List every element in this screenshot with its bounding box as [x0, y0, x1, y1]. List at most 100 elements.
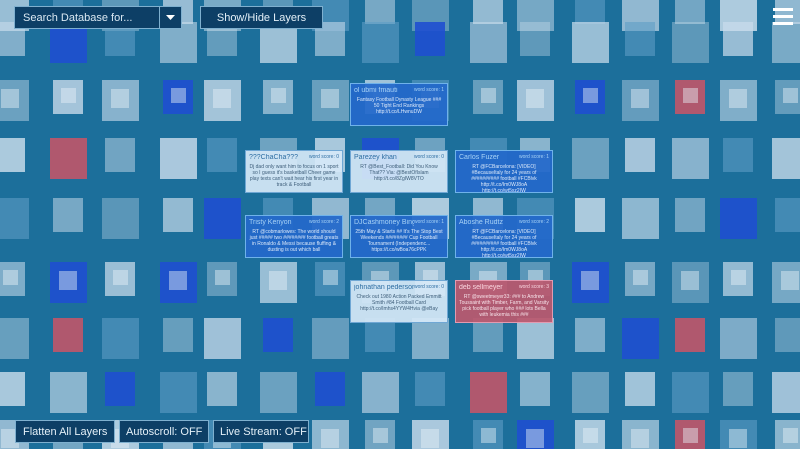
mosaic-tile-highlight	[630, 89, 650, 108]
tweet-username[interactable]: Aboshe Rudtz	[459, 218, 503, 226]
tweet-username[interactable]: DJCashmoney Bingeon	[354, 218, 414, 226]
mosaic-tile	[361, 22, 399, 63]
mosaic-tile	[0, 262, 25, 296]
mosaic-tile-highlight	[0, 429, 20, 448]
mosaic-tile	[671, 138, 709, 179]
mosaic-tile	[53, 318, 83, 352]
tweet-word-score: word score: 2	[519, 219, 549, 225]
mosaic-tile	[671, 372, 709, 413]
mosaic-tile	[49, 262, 87, 303]
word-score-value: 0	[441, 284, 444, 290]
search-database-dropdown[interactable]: Search Database for...	[14, 6, 182, 29]
mosaic-tile	[516, 80, 554, 121]
mosaic-tile	[365, 0, 395, 24]
autoscroll-toggle[interactable]: Autoscroll: OFF	[119, 420, 209, 443]
mosaic-tile	[771, 138, 800, 179]
tweet-text: RT @FCBarcelona: [VIDEO] #BecauseItaly f…	[471, 229, 537, 258]
mosaic-tile	[469, 22, 507, 63]
tweet-card[interactable]: DJCashmoney Bingeonword score: 1 25th May…	[350, 215, 448, 258]
mosaic-tile-highlight	[270, 87, 286, 103]
mosaic-tile-highlight	[780, 271, 800, 290]
mosaic-tile	[771, 262, 800, 303]
mosaic-tile	[259, 262, 297, 303]
mosaic-tile	[311, 80, 349, 121]
caret-down-icon[interactable]	[159, 7, 181, 28]
word-score-value: 2	[336, 219, 339, 225]
flatten-all-layers-button[interactable]: Flatten All Layers	[15, 420, 115, 443]
mosaic-tile	[105, 372, 135, 406]
mosaic-tile	[520, 22, 550, 56]
mosaic-tile-highlight	[782, 87, 798, 103]
tweet-username[interactable]: ???ChaCha???	[249, 153, 299, 161]
mosaic-tile	[0, 138, 25, 172]
hamburger-icon[interactable]	[773, 8, 793, 25]
mosaic-tile	[415, 372, 445, 406]
tweet-username[interactable]: johnathan pederson	[354, 283, 414, 291]
tweet-username[interactable]: ol ubmi fmauti	[354, 86, 398, 94]
mosaic-tile	[105, 138, 135, 172]
mosaic-tile	[263, 318, 293, 352]
tweet-username[interactable]: deb sellmeyer	[459, 283, 503, 291]
mosaic-tile	[159, 262, 197, 303]
word-score-value: 0	[441, 154, 444, 160]
mosaic-tile	[159, 138, 197, 179]
mosaic-tile	[469, 372, 507, 413]
mosaic-tile	[520, 372, 550, 406]
tweet-header: Aboshe Rudtz word score: 2	[456, 216, 552, 227]
mosaic-tile	[163, 318, 193, 352]
mosaic-tile	[775, 0, 800, 24]
mosaic-tile	[411, 420, 449, 449]
mosaic-tile	[775, 318, 800, 352]
mosaic-tile	[365, 420, 395, 449]
mosaic-tile-highlight	[680, 271, 700, 290]
mosaic-tile	[675, 420, 705, 449]
tweet-card[interactable]: Aboshe Rudtz word score: 2 RT @FCBarcelona…	[455, 215, 553, 258]
mosaic-tile	[473, 80, 503, 114]
word-score-value: 0	[336, 154, 339, 160]
mosaic-tile-highlight	[320, 429, 340, 448]
word-score-label: word score:	[413, 284, 440, 290]
tweet-username[interactable]: Parezey khan	[354, 153, 397, 161]
mosaic-tile-highlight	[728, 89, 748, 108]
mosaic-tile	[473, 420, 503, 449]
tweet-username[interactable]: Carlos Fuzer	[459, 153, 500, 161]
tweet-username[interactable]: Tristy Kenyon	[249, 218, 292, 226]
mosaic-tile	[315, 262, 345, 296]
mosaic-tile-highlight	[525, 429, 545, 448]
mosaic-tile-highlight	[110, 89, 130, 108]
mosaic-tile	[625, 372, 655, 406]
mosaic-tile	[361, 372, 399, 413]
mosaic-tile	[771, 22, 800, 63]
show-hide-layers-button[interactable]: Show/Hide Layers	[200, 6, 323, 29]
mosaic-tile-highlight	[730, 269, 746, 285]
live-stream-toggle[interactable]: Live Stream: OFF	[213, 420, 309, 443]
search-placeholder[interactable]: Search Database for...	[23, 11, 133, 24]
mosaic-tile	[259, 372, 297, 413]
mosaic-tile	[719, 318, 757, 359]
mosaic-tile-highlight	[525, 89, 545, 108]
mosaic-tile	[53, 198, 83, 232]
mosaic-tile-highlight	[728, 429, 748, 448]
mosaic-tile	[263, 80, 293, 114]
tweet-text: 25th May & Starts ## It's The Stop Best …	[355, 229, 443, 253]
mosaic-tile	[207, 372, 237, 406]
mosaic-tile	[723, 22, 753, 56]
mosaic-tile	[719, 80, 757, 121]
mosaic-tile	[203, 80, 241, 121]
mosaic-tile	[675, 318, 705, 352]
mosaic-tile	[516, 0, 554, 31]
tweet-text: Fantasy Football Dynasty League ### 50 T…	[356, 97, 442, 115]
mosaic-tile	[675, 80, 705, 114]
mosaic-tile	[101, 318, 139, 359]
tweet-header: DJCashmoney Bingeonword score: 1	[351, 216, 447, 227]
